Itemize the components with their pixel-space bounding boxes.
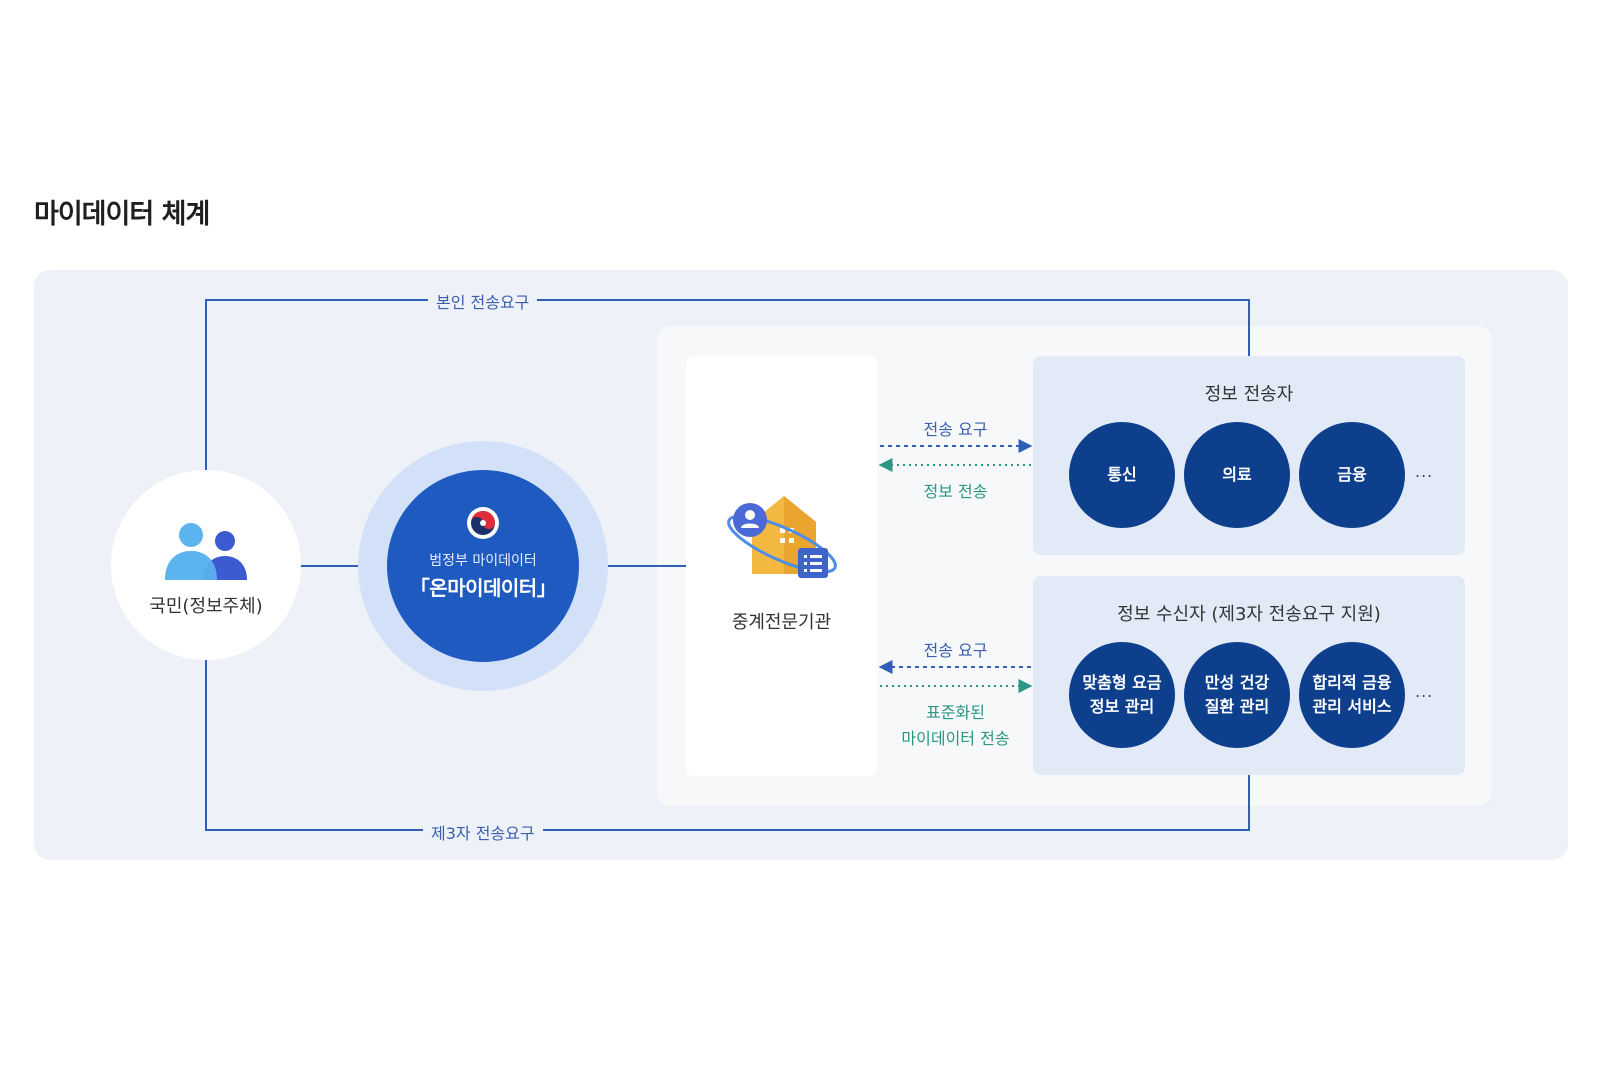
receiver-custom-fee: 맞춤형 요금 정보 관리 bbox=[1069, 642, 1175, 748]
citizen-node: 국민(정보주체) bbox=[111, 470, 301, 660]
receiver-chronic-care-line2: 질환 관리 bbox=[1204, 697, 1270, 716]
third-party-request-label: 제3자 전송요구 bbox=[423, 820, 543, 844]
receiver-title: 정보 수신자 (제3자 전송요구 지원) bbox=[1117, 604, 1381, 625]
relay-institution-icon bbox=[727, 496, 837, 578]
page-title: 마이데이터 체계 bbox=[34, 199, 210, 230]
taegeuk-emblem-icon bbox=[467, 507, 499, 539]
sender-medical-label: 의료 bbox=[1222, 465, 1252, 484]
receiver-finance-mgmt: 합리적 금융 관리 서비스 bbox=[1299, 642, 1405, 748]
relay-institution-card: 중계전문기관 bbox=[686, 356, 877, 776]
receiver-custom-fee-line2: 정보 관리 bbox=[1089, 697, 1155, 716]
receiver-chronic-care: 만성 건강 질환 관리 bbox=[1184, 642, 1290, 748]
citizen-label: 국민(정보주체) bbox=[149, 596, 263, 617]
top-request-label: 전송 요구 bbox=[923, 420, 988, 439]
self-request-label: 본인 전송요구 bbox=[428, 289, 538, 313]
relay-label: 중계전문기관 bbox=[731, 612, 832, 633]
sender-more: ... bbox=[1415, 462, 1434, 481]
self-request-path bbox=[205, 299, 1250, 470]
info-sender-group: 정보 전송자 통신 의료 금융 ... bbox=[1033, 356, 1465, 555]
receiver-more: ... bbox=[1415, 682, 1434, 701]
sender-finance-label: 금융 bbox=[1337, 465, 1367, 484]
top-info-label: 정보 전송 bbox=[923, 482, 988, 501]
sender-title: 정보 전송자 bbox=[1204, 384, 1294, 405]
bottom-info-label-line1: 표준화된 bbox=[926, 703, 985, 722]
platform-sub-label: 범정부 마이데이터 bbox=[429, 553, 537, 569]
receiver-chronic-care-line1: 만성 건강 bbox=[1204, 673, 1270, 692]
bottom-info-label-line2: 마이데이터 전송 bbox=[901, 729, 1010, 748]
receiver-finance-mgmt-line1: 합리적 금융 bbox=[1312, 673, 1392, 692]
receiver-finance-mgmt-line2: 관리 서비스 bbox=[1312, 697, 1392, 716]
sender-telecom-label: 통신 bbox=[1107, 465, 1137, 484]
sender-finance: 금융 bbox=[1299, 422, 1405, 528]
bottom-request-label: 전송 요구 bbox=[923, 641, 988, 660]
third-party-request-path bbox=[205, 660, 1250, 831]
sender-medical: 의료 bbox=[1184, 422, 1290, 528]
platform-node: 범정부 마이데이터 「온마이데이터」 bbox=[387, 470, 579, 662]
info-receiver-group: 정보 수신자 (제3자 전송요구 지원) 맞춤형 요금 정보 관리 만성 건강 … bbox=[1033, 576, 1465, 775]
sender-telecom: 통신 bbox=[1069, 422, 1175, 528]
receiver-custom-fee-line1: 맞춤형 요금 bbox=[1082, 673, 1162, 692]
people-icon bbox=[165, 523, 247, 580]
platform-main-label: 「온마이데이터」 bbox=[409, 576, 557, 600]
